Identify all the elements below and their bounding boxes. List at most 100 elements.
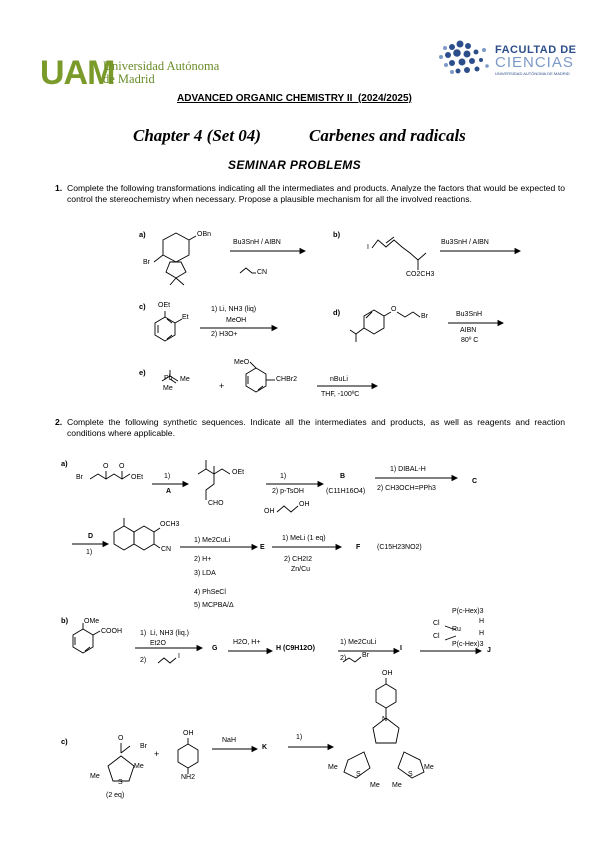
q2a-step5-1: 1) MeLi (1 eq) (282, 535, 326, 542)
q2c-product-me4: Me (392, 782, 402, 789)
q2a-group-cn: CN (161, 546, 172, 553)
course-title: ADVANCED ORGANIC CHEMISTRY II (2024/2025… (177, 93, 412, 104)
q2a-step3-2: 2) CH3OCH=PPh3 (377, 485, 436, 492)
q2c-product-s1: S (356, 771, 361, 778)
uam-logo: UAM (40, 54, 115, 93)
q2a-compound-c: C (472, 478, 478, 485)
q1c-reagent-2: MeOH (226, 317, 247, 324)
q2c-group-me1: Me (90, 773, 100, 780)
q1c-group-et: Et (182, 314, 189, 321)
q2a-group-br: Br (76, 474, 83, 481)
q2a-step5-3: Zn/Cu (291, 566, 311, 573)
q1a-label: a) (139, 230, 146, 239)
q1e-reagent-2: THF, -100ºC (321, 391, 360, 398)
q2c-eq: (2 eq) (106, 792, 125, 799)
chapter-number: Chapter 4 (Set 04) (133, 126, 261, 145)
q1e-group-me1: Me (180, 376, 190, 383)
q1b-group-i: I (367, 244, 369, 251)
q2a-step2-2: 2) p-TsOH (272, 488, 304, 495)
university-name: Universidad Autónoma de Madrid (103, 60, 219, 86)
question-2-number: 2. (55, 417, 63, 427)
q1c-reagent-3: 2) H3O+ (211, 331, 238, 338)
q2c-group-br: Br (140, 743, 147, 750)
q2b-group-cooh: COOH (101, 628, 122, 635)
q2a-compound-d: D (88, 533, 94, 540)
q2b-step1-3: 2) (140, 657, 147, 664)
q1e-label: e) (139, 368, 146, 377)
q2b-compound-j: J (487, 647, 491, 654)
q2c-group-me2: Me (134, 763, 144, 770)
q1d-label: d) (333, 308, 341, 317)
q1d-group-o: O (391, 306, 397, 313)
question-1-text: Complete the following transformations i… (67, 183, 565, 204)
q2a-step1: 1) (164, 473, 171, 480)
q2c-group-s: S (118, 779, 123, 786)
q1d-reagent-3: 80º C (461, 337, 479, 344)
faculty-line2: CIENCIAS (495, 54, 574, 71)
q2b-step3-2: 2) (340, 655, 347, 662)
q2c-reagent: NaH (222, 737, 237, 744)
q2b-catalyst-6: H (479, 630, 485, 637)
q2c-step: 1) (296, 734, 303, 741)
q2a-step4-2: 2) H+ (194, 556, 212, 563)
faculty-logo-text: FACULTAD DE CIENCIAS UNIVERSIDAD AUTÓNOM… (495, 44, 576, 76)
q2a-group-o2: O (119, 463, 125, 470)
q1d-reagent-1: Bu3SnH (456, 311, 483, 318)
q2b-compound-i: I (400, 645, 402, 652)
q2b-compound-g: G (212, 645, 218, 652)
q2a-compound-b: B (340, 473, 346, 480)
q2c-group-o: O (118, 735, 124, 742)
chapter-topic: Carbenes and radicals (309, 126, 466, 145)
q1d-reagent-2: AIBN (460, 327, 477, 334)
q2a-step5-2: 2) CH2I2 (284, 556, 313, 563)
q1a-structure (153, 232, 197, 286)
q1b-label: b) (333, 230, 341, 239)
q2a-group-oh1: OH (264, 508, 275, 515)
q2b-step2: H2O, H+ (233, 639, 261, 646)
q2b-step3-1: 1) Me2CuLi (340, 639, 377, 646)
q2b-group-ome: OMe (84, 618, 100, 625)
question-1-number: 1. (55, 183, 63, 193)
q2a-compound-e: E (260, 544, 265, 551)
q1d-group-br: Br (421, 313, 428, 320)
q2b-catalyst-2: Cl (433, 620, 440, 627)
q2b-catalyst-1: P(c-Hex)3 (452, 608, 484, 615)
q2a-step4-3: 3) LDA (194, 570, 216, 577)
q2a-label: a) (61, 459, 68, 468)
q2a-group-cho: CHO (208, 500, 224, 507)
q1e-group-ph: Ph (164, 375, 173, 382)
q2c-product-me3: Me (424, 764, 434, 771)
q2c-group-nh2: NH2 (181, 774, 196, 781)
q2b-label: b) (61, 616, 69, 625)
q1b-reagent: Bu3SnH / AIBN (441, 239, 489, 246)
q2c-product-oh: OH (382, 670, 393, 677)
q1e-group-chbr2: CHBr2 (276, 376, 298, 383)
q2b-catalyst-4: H (479, 618, 485, 625)
section-title: SEMINAR PROBLEMS (228, 158, 362, 172)
q2c-product-s2: S (408, 771, 413, 778)
q1a-group-obn: OBn (197, 231, 212, 238)
q2b-catalyst-3: Ru (452, 626, 461, 633)
question-2-text: Complete the following synthetic sequenc… (67, 417, 565, 438)
q1a-cosubstrate: CN (257, 269, 268, 276)
q1a-reagent: Bu3SnH / AIBN (233, 239, 281, 246)
q1a-group-br: Br (143, 259, 150, 266)
q2c-product-me1: Me (328, 764, 338, 771)
q2b-group-i: I (178, 653, 180, 660)
q2a-formula-b: (C11H16O4) (326, 488, 366, 495)
q2a-group-oh2: OH (299, 501, 310, 508)
q2b-catalyst-7: P(c-Hex)3 (452, 641, 484, 648)
q2a-formula-f: (C15H23NO2) (377, 544, 422, 551)
q2c-product-me2: Me (370, 782, 380, 789)
q2b-step1-1: 1) Li, NH3 (liq.) (140, 630, 190, 637)
faculty-line3: UNIVERSIDAD AUTÓNOMA DE MADRID (495, 71, 570, 76)
q2a-group-och3: OCH3 (160, 521, 180, 528)
q2a-step4-1: 1) Me2CuLi (194, 537, 231, 544)
q2a-compound-a: A (166, 488, 172, 495)
q2a-step3-1: 1) DIBAL-H (390, 466, 426, 473)
q2a-group-oet2: OEt (232, 469, 245, 476)
uam-logo-text: UAM (40, 54, 115, 92)
